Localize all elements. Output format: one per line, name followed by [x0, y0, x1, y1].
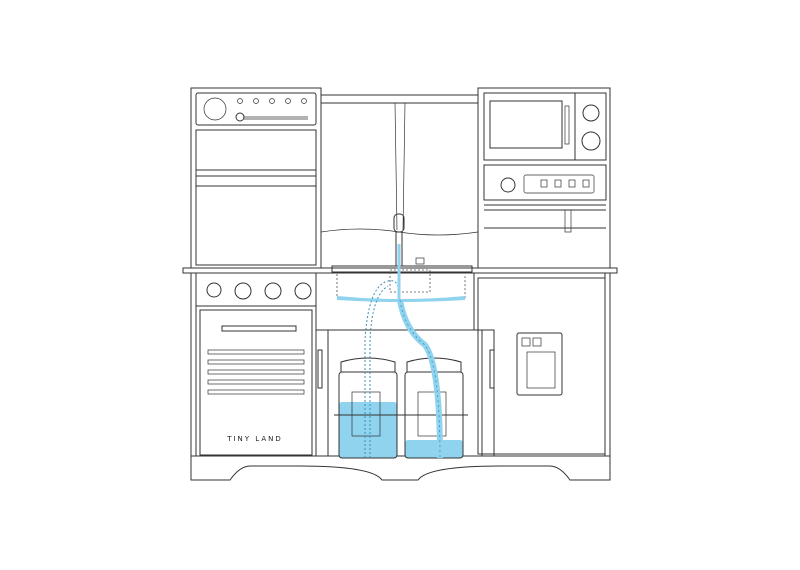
right-upper-cabinet — [477, 87, 611, 269]
weather-icons — [237, 98, 307, 104]
stove-knob-2[interactable] — [234, 282, 252, 300]
stove-knob-4[interactable] — [294, 282, 312, 300]
stove-knob-1[interactable] — [206, 282, 222, 298]
sink-water — [337, 296, 465, 302]
fridge-door[interactable] — [477, 277, 606, 455]
left-door-handle — [317, 349, 323, 389]
faucet — [393, 213, 405, 233]
oven-door[interactable] — [199, 309, 313, 456]
clock-icon — [203, 97, 227, 121]
microwave-knob-top[interactable] — [582, 104, 600, 122]
water-hoses — [364, 244, 443, 459]
coffee-icons — [540, 179, 590, 188]
water-dispenser — [516, 332, 563, 396]
oven-handle — [221, 325, 297, 332]
left-upper-cabinet — [190, 87, 322, 269]
stove-knobs — [206, 282, 312, 300]
oven-vents — [207, 349, 305, 395]
bucket-left — [334, 357, 402, 459]
microwave-knob-bottom[interactable] — [581, 131, 601, 151]
sink — [331, 213, 473, 302]
center-backsplash — [320, 94, 479, 269]
right-door-handle — [489, 349, 495, 389]
stove-knob-3[interactable] — [264, 282, 282, 300]
microwave-window — [489, 100, 563, 149]
coffee-knob[interactable] — [500, 177, 516, 193]
brand-label: TINY LAND — [227, 435, 283, 443]
